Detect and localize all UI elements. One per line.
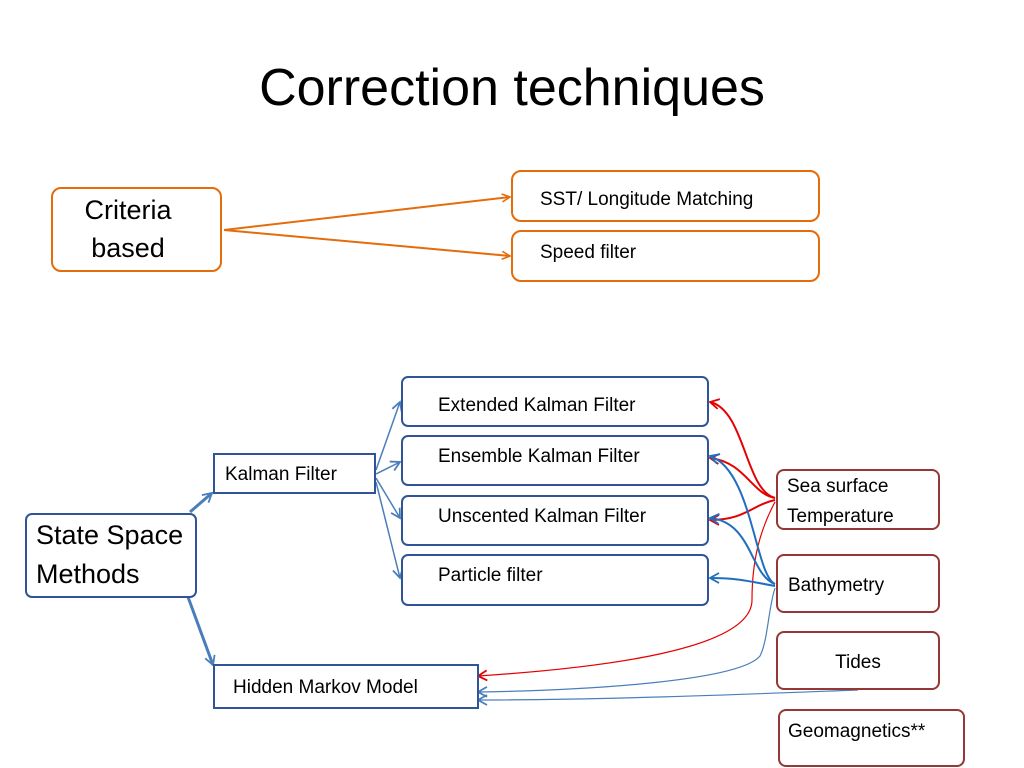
criteria-based-label: Criteria based	[84, 195, 172, 263]
sst-longitude-label: SST/ Longitude Matching	[540, 189, 754, 210]
slide-title: Correction techniques	[259, 59, 765, 117]
kalman-filter-box: Kalman Filter	[213, 453, 376, 494]
arrow-kalman-enkf	[375, 460, 402, 475]
hmm-label: Hidden Markov Model	[233, 677, 418, 698]
state-space-label: State Space Methods	[36, 520, 184, 589]
arrow-kalman-ekf	[375, 400, 403, 471]
particle-filter-label: Particle filter	[438, 565, 543, 586]
sst-input-box: Sea surface Temperature	[776, 469, 940, 530]
enkf-box: Ensemble Kalman Filter	[401, 435, 709, 486]
speed-filter-label: Speed filter	[540, 242, 637, 263]
kalman-filter-label: Kalman Filter	[225, 464, 337, 485]
speed-filter-box: Speed filter	[511, 230, 820, 282]
geomagnetics-label: Geomagnetics**	[788, 721, 926, 742]
ukf-box: Unscented Kalman Filter	[401, 495, 709, 546]
tides-label: Tides	[835, 652, 881, 673]
arrow-bathy-hmm	[476, 587, 776, 698]
ekf-box: Extended Kalman Filter	[401, 376, 709, 427]
arrow-bathy-ukf	[708, 513, 776, 585]
particle-filter-box: Particle filter	[401, 554, 709, 606]
arrow-bathy-enkf	[708, 453, 776, 585]
sst-input-label: Sea surface Temperature	[787, 476, 894, 527]
arrow-sst-ukf	[708, 499, 776, 526]
arrow-criteria-sst	[223, 197, 510, 231]
bathymetry-box: Bathymetry	[776, 554, 940, 613]
arrow-kalman-ukf	[375, 477, 401, 520]
hmm-box: Hidden Markov Model	[213, 664, 479, 709]
ukf-label: Unscented Kalman Filter	[438, 506, 647, 527]
arrow-ss-kalman	[189, 491, 214, 514]
bathymetry-label: Bathymetry	[788, 575, 885, 596]
arrow-tides-hmm	[476, 689, 859, 706]
sst-longitude-box: SST/ Longitude Matching	[511, 170, 820, 222]
ekf-label: Extended Kalman Filter	[438, 395, 636, 416]
geomagnetics-box: Geomagnetics**	[778, 709, 965, 767]
state-space-box: State Space Methods	[25, 513, 197, 598]
arrow-bathy-pf	[708, 572, 776, 587]
tides-box: Tides	[776, 631, 940, 690]
arrow-kalman-pf	[375, 481, 404, 580]
arrow-criteria-speed	[223, 229, 510, 256]
enkf-label: Ensemble Kalman Filter	[438, 446, 640, 467]
arrow-sst-hmm	[476, 501, 776, 682]
arrow-sst-ekf	[708, 398, 776, 499]
arrow-ss-hmm	[186, 596, 216, 667]
criteria-based-box: Criteria based	[51, 187, 222, 272]
